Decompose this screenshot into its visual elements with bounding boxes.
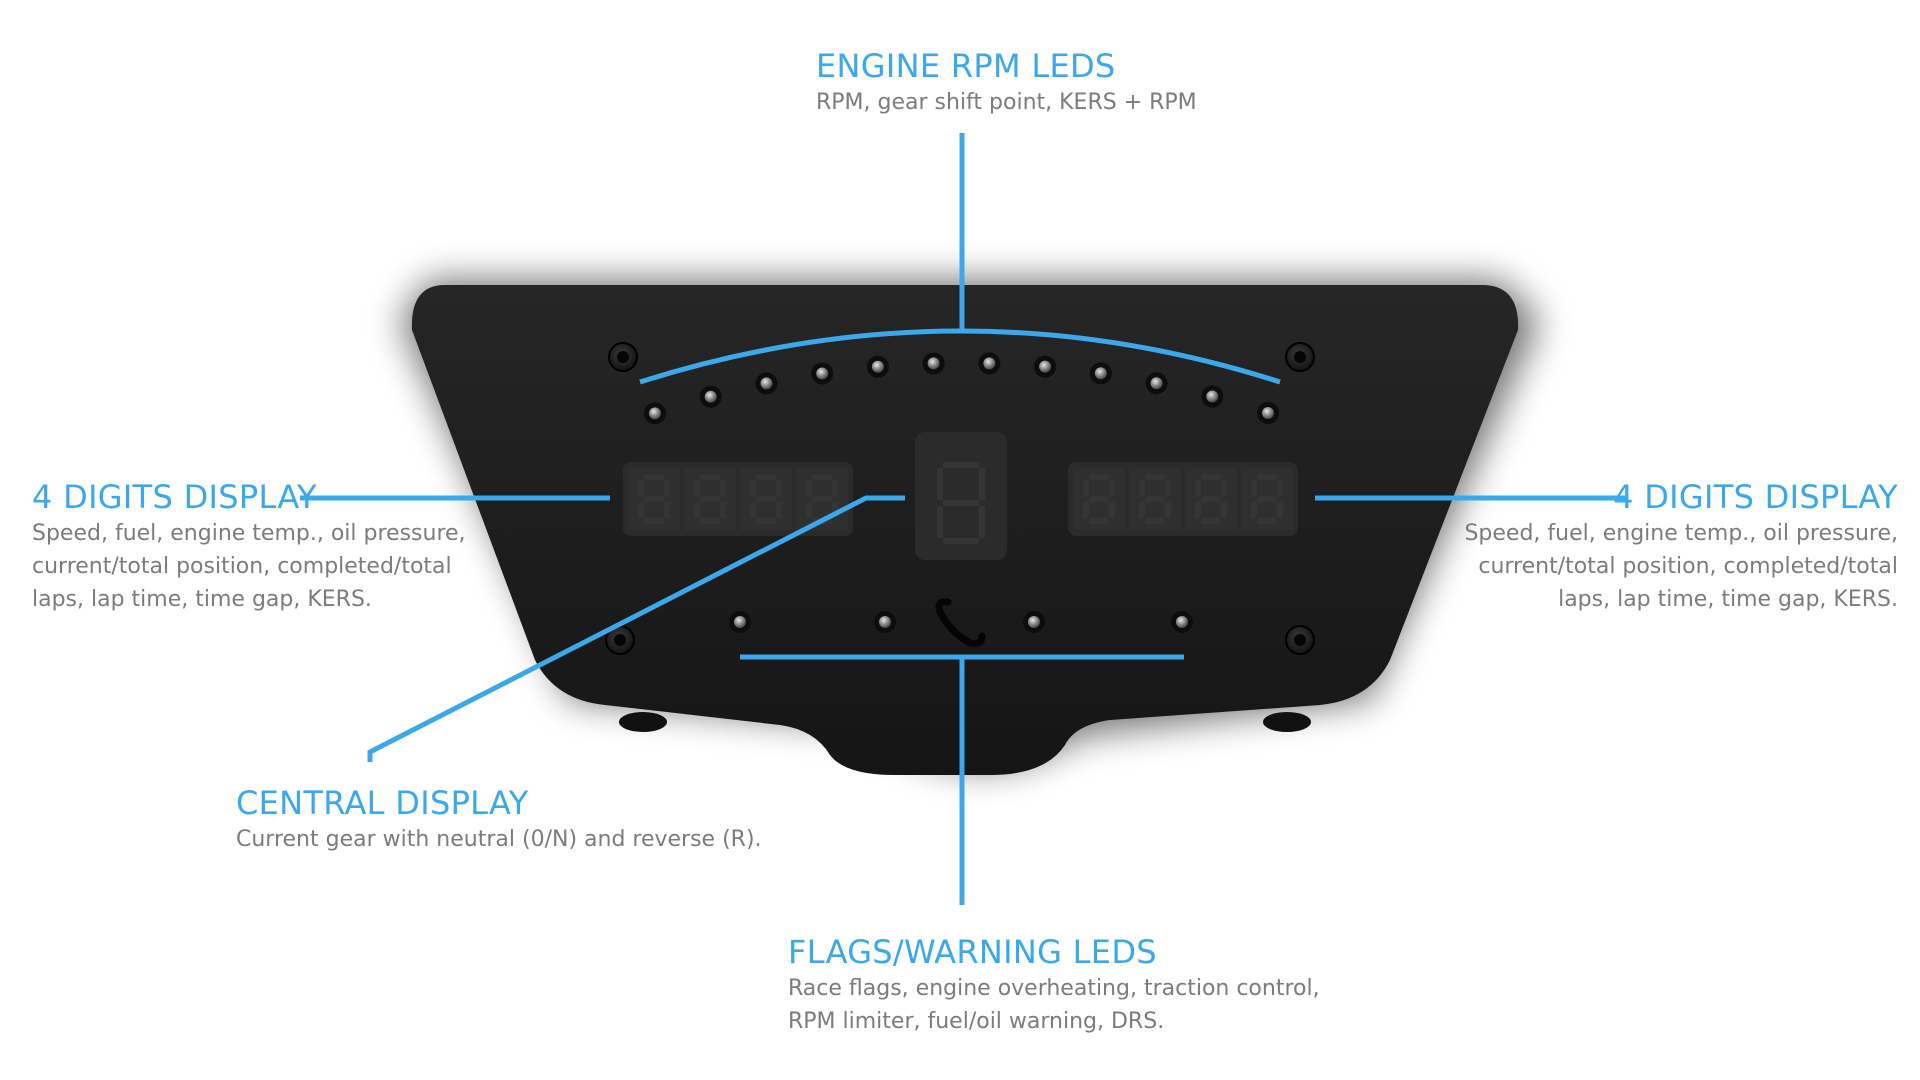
flag-led-2	[874, 611, 896, 633]
rpm-led-9	[1089, 362, 1112, 385]
callout-left-title: 4 DIGITS DISPLAY	[32, 478, 317, 516]
rpm-led-12	[1257, 402, 1279, 424]
rpm-led-2	[699, 385, 722, 408]
left-digit-display	[623, 462, 853, 536]
callout-left-desc: Speed, fuel, engine temp., oil pressure,…	[32, 521, 466, 612]
rpm-led-6	[922, 352, 945, 375]
rpm-led-10	[1145, 372, 1168, 395]
rpm-led-row	[644, 352, 1279, 425]
rpm-led-3	[755, 372, 778, 395]
screws	[605, 342, 1315, 655]
left-digit-1	[628, 468, 680, 530]
right-digit-3	[1185, 468, 1237, 530]
callout-flags-title: FLAGS/WARNING LEDS	[788, 933, 1157, 971]
rpm-led-5	[866, 355, 889, 378]
flag-led-1	[729, 611, 751, 633]
rpm-led-8	[1034, 355, 1057, 378]
left-digit-3	[740, 468, 792, 530]
callout-flags-desc: Race flags, engine overheating, traction…	[788, 976, 1320, 1034]
left-digit-2	[684, 468, 736, 530]
callout-right-display: 4 DIGITS DISPLAY Speed, fuel, engine tem…	[1458, 477, 1898, 616]
callout-right-title: 4 DIGITS DISPLAY	[1613, 478, 1898, 516]
right-digit-display	[1068, 462, 1298, 536]
right-digit-1	[1073, 468, 1125, 530]
callout-central-display: CENTRAL DISPLAY Current gear with neutra…	[236, 783, 762, 856]
callout-rpm-title: ENGINE RPM LEDS	[816, 47, 1116, 85]
central-gear-display	[915, 432, 1007, 560]
callout-flag-leds: FLAGS/WARNING LEDS Race flags, engine ov…	[788, 932, 1348, 1038]
logo-icon	[935, 598, 986, 648]
callout-rpm-desc: RPM, gear shift point, KERS + RPM	[816, 90, 1197, 115]
callout-right-desc: Speed, fuel, engine temp., oil pressure,…	[1464, 521, 1898, 612]
foot-right	[1263, 712, 1311, 732]
rpm-led-1	[644, 402, 666, 425]
callout-rpm-leds: ENGINE RPM LEDS RPM, gear shift point, K…	[816, 46, 1197, 119]
flag-led-4	[1171, 611, 1193, 633]
callout-left-display: 4 DIGITS DISPLAY Speed, fuel, engine tem…	[32, 477, 472, 616]
right-digit-2	[1129, 468, 1181, 530]
flag-led-3	[1023, 611, 1045, 633]
rpm-led-4	[811, 362, 834, 385]
rpm-led-7	[978, 352, 1001, 375]
flag-led-row	[729, 611, 1193, 633]
callout-central-title: CENTRAL DISPLAY	[236, 784, 529, 822]
right-digit-4	[1241, 468, 1293, 530]
callout-central-desc: Current gear with neutral (0/N) and reve…	[236, 827, 762, 852]
foot-left	[619, 712, 667, 732]
rpm-led-11	[1201, 385, 1224, 408]
callout-lines	[300, 133, 1628, 905]
center-digit-1	[937, 462, 985, 544]
